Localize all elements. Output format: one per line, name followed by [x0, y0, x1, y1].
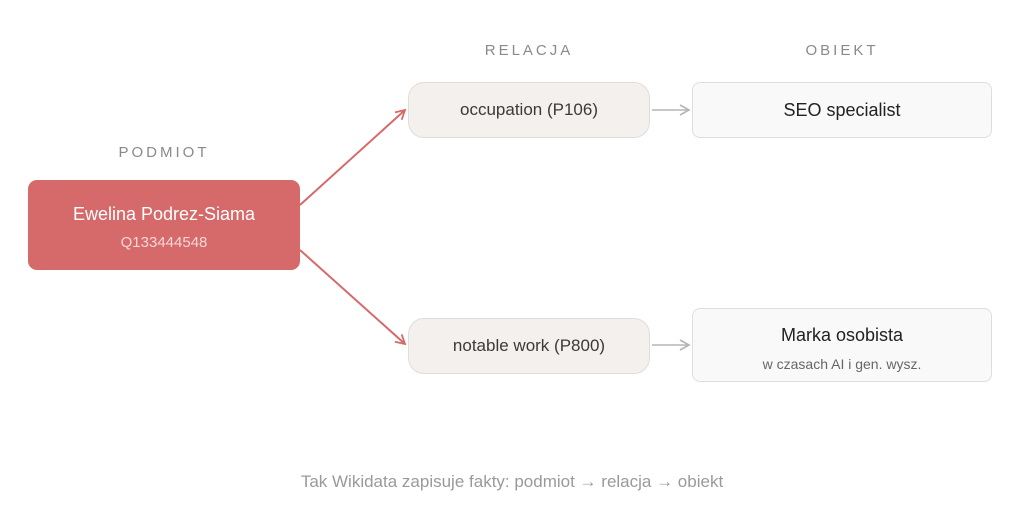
object-title: SEO specialist: [783, 99, 901, 120]
relation-label: notable work (P800): [452, 336, 606, 355]
column-label-subject: PODMIOT: [118, 144, 210, 161]
column-label-object: OBIEKT: [805, 42, 879, 59]
object-subtitle: w czasach AI i gen. wysz.: [762, 356, 922, 372]
subject-id: Q133444548: [120, 234, 208, 251]
relation-node-occupation: occupation (P106): [408, 82, 650, 138]
relation-label: occupation (P106): [460, 100, 598, 119]
subject-to-relation-2-arrow: [299, 249, 407, 346]
object-node-occupation: SEO specialist: [692, 82, 992, 138]
object-title: Marka osobista: [780, 325, 904, 345]
object-node-notable-work: Marka osobista w czasach AI i gen. wysz.: [692, 308, 992, 382]
subject-node: Ewelina Podrez-Siama Q133444548: [28, 180, 300, 270]
column-label-relation: RELACJA: [484, 42, 574, 59]
subject-name: Ewelina Podrez-Siama: [72, 204, 256, 224]
relation-node-notable-work: notable work (P800): [408, 318, 650, 374]
subject-to-relation-1-arrow: [299, 108, 407, 206]
diagram-caption: Tak Wikidata zapisuje fakty: podmiot → r…: [300, 472, 724, 491]
